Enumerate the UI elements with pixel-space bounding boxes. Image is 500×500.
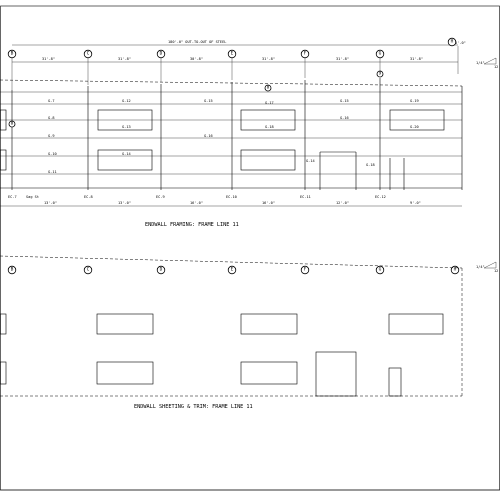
svg-text:G: G xyxy=(379,267,382,273)
grid-bubble-b-top: B xyxy=(7,49,17,59)
endwall-columns xyxy=(11,78,405,190)
svg-text:G-19: G-19 xyxy=(410,99,419,103)
svg-text:EC-12: EC-12 xyxy=(375,195,386,199)
svg-text:G: G xyxy=(379,51,382,57)
slope-triangle xyxy=(483,57,497,65)
svg-text:13'-0": 13'-0" xyxy=(44,201,57,205)
slope-triangle-bottom xyxy=(483,261,497,269)
grid-bubble-c-bottom: C xyxy=(83,265,93,275)
svg-text:G-18: G-18 xyxy=(265,125,274,129)
callout-bubble-1: 8 xyxy=(264,85,272,92)
spacing-dim-5: 31'-8" xyxy=(336,57,349,61)
svg-text:EC-10: EC-10 xyxy=(226,195,237,199)
svg-text:F: F xyxy=(304,51,307,57)
slope-label: 1/4" xyxy=(476,61,485,65)
top-right-dimension: 5'-0" xyxy=(455,41,466,45)
slope-run: 12 xyxy=(494,65,498,69)
svg-text:C: C xyxy=(87,51,90,57)
grid-bubble-b-bottom: B xyxy=(7,265,17,275)
grid-ticks-top xyxy=(11,46,459,90)
svg-text:13'-0": 13'-0" xyxy=(118,201,131,205)
svg-text:G-16: G-16 xyxy=(204,134,213,138)
svg-text:G-18: G-18 xyxy=(366,163,375,167)
svg-text:EC-11: EC-11 xyxy=(300,195,311,199)
grid-bubble-d-bottom: D xyxy=(156,265,166,275)
svg-text:EC-8: EC-8 xyxy=(84,195,93,199)
walk-door xyxy=(388,367,402,397)
svg-text:G-17: G-17 xyxy=(265,101,274,105)
svg-text:E: E xyxy=(231,51,234,57)
grid-bubble-e-top: E xyxy=(227,49,237,59)
grid-bubble-f-bottom: F xyxy=(300,265,310,275)
grid-bubble-c-top: C xyxy=(83,49,93,59)
svg-text:D: D xyxy=(160,51,163,57)
svg-text:C: C xyxy=(87,267,90,273)
svg-text:G-14: G-14 xyxy=(306,159,315,163)
svg-text:G-7: G-7 xyxy=(48,99,55,103)
sheeting-title: ENDWALL SHEETING & TRIM: FRAME LINE 11 xyxy=(134,404,253,410)
sheet-border xyxy=(0,5,500,491)
overhead-door xyxy=(315,351,357,397)
svg-text:D: D xyxy=(160,267,163,273)
svg-text:EC-7: EC-7 xyxy=(8,195,17,199)
slope-run-bottom: 12 xyxy=(494,269,498,273)
svg-text:B: B xyxy=(11,267,14,273)
spacing-dim-1: 31'-8" xyxy=(42,57,55,61)
grid-bubble-h-top: H xyxy=(447,37,457,47)
svg-text:9'-0": 9'-0" xyxy=(410,201,421,205)
framed-openings xyxy=(0,109,445,171)
svg-text:F: F xyxy=(304,267,307,273)
svg-text:G-15: G-15 xyxy=(340,99,349,103)
svg-text:B: B xyxy=(11,51,14,57)
spacing-dim-3: 30'-8" xyxy=(190,57,203,61)
svg-text:9: 9 xyxy=(379,71,382,77)
column-label-group: EC-7 Sag St EC-8 EC-9 EC-10 EC-11 EC-12 xyxy=(8,195,386,199)
svg-text:H: H xyxy=(454,267,457,273)
girt-rows xyxy=(0,103,462,175)
sheeting-openings xyxy=(0,313,444,397)
svg-text:G-14: G-14 xyxy=(122,152,131,156)
svg-text:G-20: G-20 xyxy=(410,125,419,129)
roof-slope-line xyxy=(0,79,463,87)
svg-text:16'-0": 16'-0" xyxy=(190,201,203,205)
grid-bubble-f-top: F xyxy=(300,49,310,59)
svg-text:G-11: G-11 xyxy=(48,170,57,174)
bay-dimension-group: 13'-0" 13'-0" 16'-0" 16'-0" 12'-0" 9'-0" xyxy=(44,201,421,205)
svg-text:G-15: G-15 xyxy=(204,99,213,103)
svg-text:G-13: G-13 xyxy=(122,125,131,129)
grid-bubble-e-bottom: E xyxy=(227,265,237,275)
svg-text:8: 8 xyxy=(11,121,14,127)
slope-label-bottom: 1/4" xyxy=(476,265,485,269)
svg-text:E: E xyxy=(231,267,234,273)
grid-bubble-g-top: G xyxy=(375,49,385,59)
framing-title: ENDWALL FRAMING: FRAME LINE 11 xyxy=(145,222,239,228)
spacing-dim-4: 31'-8" xyxy=(262,57,275,61)
svg-text:H: H xyxy=(451,39,454,45)
endwall-framing-elevation: 180'-0" OUT-TO-OUT OF STEEL 5'-0" 31'-8"… xyxy=(0,37,498,228)
svg-text:EC-9: EC-9 xyxy=(156,195,165,199)
endwall-sheeting-elevation: B C D E F G H 1/4" 12 ENDWALL SHEETING &… xyxy=(0,255,498,410)
svg-text:16'-0": 16'-0" xyxy=(262,201,275,205)
girt-label-group: G-7 G-8 G-9 G-10 G-11 G-12 G-13 G-14 G-1… xyxy=(48,99,419,174)
callout-bubble-2: 9 xyxy=(376,71,384,78)
svg-text:G-8: G-8 xyxy=(48,116,55,120)
svg-text:8: 8 xyxy=(267,85,270,91)
overall-dimension-text: 180'-0" OUT-TO-OUT OF STEEL xyxy=(168,40,226,44)
callout-bubble-3: 8 xyxy=(8,121,16,128)
svg-text:G-16: G-16 xyxy=(340,116,349,120)
svg-text:G-9: G-9 xyxy=(48,134,55,138)
spacing-dim-2: 31'-8" xyxy=(118,57,131,61)
svg-text:12'-0": 12'-0" xyxy=(336,201,349,205)
sheeting-roof-line xyxy=(0,255,463,269)
spacing-dim-6: 31'-8" xyxy=(410,57,423,61)
svg-text:G-12: G-12 xyxy=(122,99,131,103)
grid-bubble-d-top: D xyxy=(156,49,166,59)
svg-text:Sag St: Sag St xyxy=(26,195,39,199)
svg-text:G-10: G-10 xyxy=(48,152,57,156)
grid-bubble-h-bottom: H xyxy=(450,265,460,275)
grid-bubble-g-bottom: G xyxy=(375,265,385,275)
